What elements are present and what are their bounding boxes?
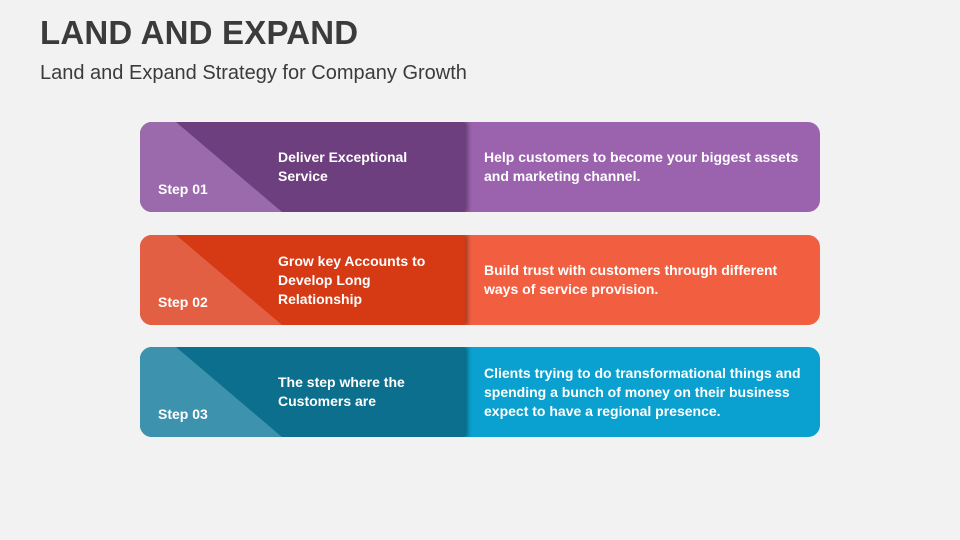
- step-heading-panel: Step 02 Grow key Accounts to Develop Lon…: [140, 235, 465, 325]
- step-heading-panel: Step 01 Deliver Exceptional Service: [140, 122, 465, 212]
- step-label: Step 01: [158, 181, 208, 197]
- step-description: Help customers to become your biggest as…: [484, 149, 799, 184]
- step-label: Step 02: [158, 294, 208, 310]
- step-panel-shape: [140, 235, 465, 325]
- step-label: Step 03: [158, 406, 208, 422]
- step-row-2: Step 02 Grow key Accounts to Develop Lon…: [140, 235, 820, 325]
- step-heading: Grow key Accounts to Develop Long Relati…: [278, 252, 426, 307]
- step-heading: The step where the Customers are: [278, 374, 405, 409]
- step-row-3: Step 03 The step where the Customers are…: [140, 347, 820, 437]
- step-panel-shape: [140, 122, 465, 212]
- step-row-1: Step 01 Deliver Exceptional Service Help…: [140, 122, 820, 212]
- page-subtitle: Land and Expand Strategy for Company Gro…: [40, 62, 467, 84]
- step-heading: Deliver Exceptional Service: [278, 149, 408, 184]
- step-description: Build trust with customers through diffe…: [484, 262, 778, 297]
- page-title: LAND AND EXPAND: [40, 14, 359, 51]
- step-description: Clients trying to do transformational th…: [484, 364, 801, 419]
- step-heading-panel: Step 03 The step where the Customers are: [140, 347, 465, 437]
- step-panel-shape: [140, 347, 465, 437]
